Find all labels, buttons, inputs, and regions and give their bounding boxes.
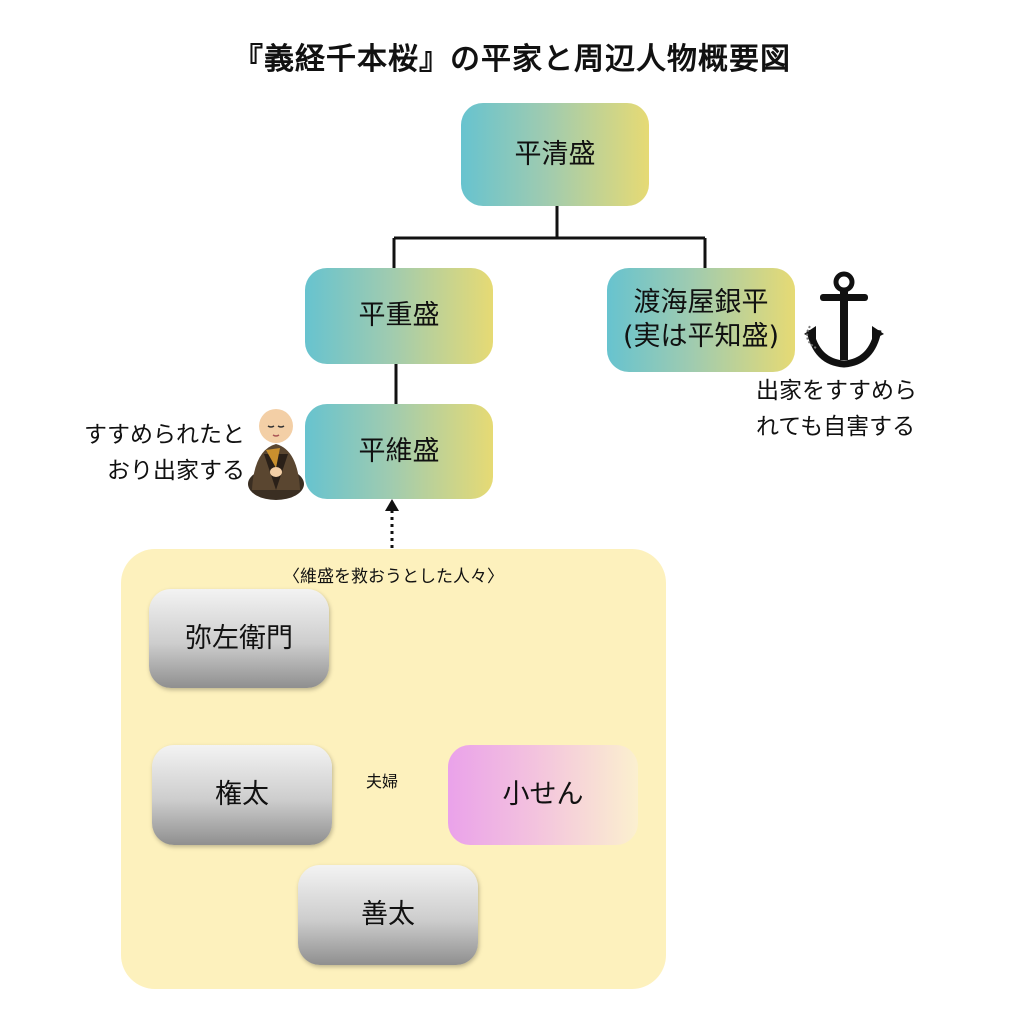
tomomori-note-line1: 出家をすすめら	[756, 378, 917, 404]
tomomori-note: 出家をすすめら れても自害する	[756, 374, 976, 445]
koremori-note-line2: おり出家する	[107, 457, 245, 484]
tomomori-name: 渡海屋銀平	[633, 287, 769, 319]
tomomori-note-line2: れても自害する	[756, 413, 916, 440]
koremori-note: すすめられたと おり出家する	[50, 418, 245, 489]
node-zenta: 善太	[298, 865, 478, 965]
rescuers-panel-title: 〈維盛を救おうとした人々〉	[283, 567, 504, 587]
arrow-head	[385, 499, 399, 511]
koremori-note-line1: すすめられたと	[84, 422, 245, 448]
node-yazaemon: 弥左衛門	[149, 589, 329, 688]
node-koremori: 平維盛	[305, 404, 493, 499]
tomomori-true-identity: (実は平知盛)	[622, 321, 780, 352]
node-gonta: 権太	[152, 745, 332, 845]
diagram-title: 『義経千本桜』の平家と周辺人物概要図	[233, 42, 791, 77]
marriage-label: 夫婦	[366, 772, 399, 791]
node-kiyomori: 平清盛	[461, 103, 649, 206]
node-kosen: 小せん	[448, 745, 638, 845]
node-shigemori: 平重盛	[305, 268, 493, 364]
monk-icon	[248, 409, 304, 500]
node-tomomori: 渡海屋銀平 (実は平知盛)	[607, 268, 795, 372]
anchor-icon	[804, 271, 884, 368]
